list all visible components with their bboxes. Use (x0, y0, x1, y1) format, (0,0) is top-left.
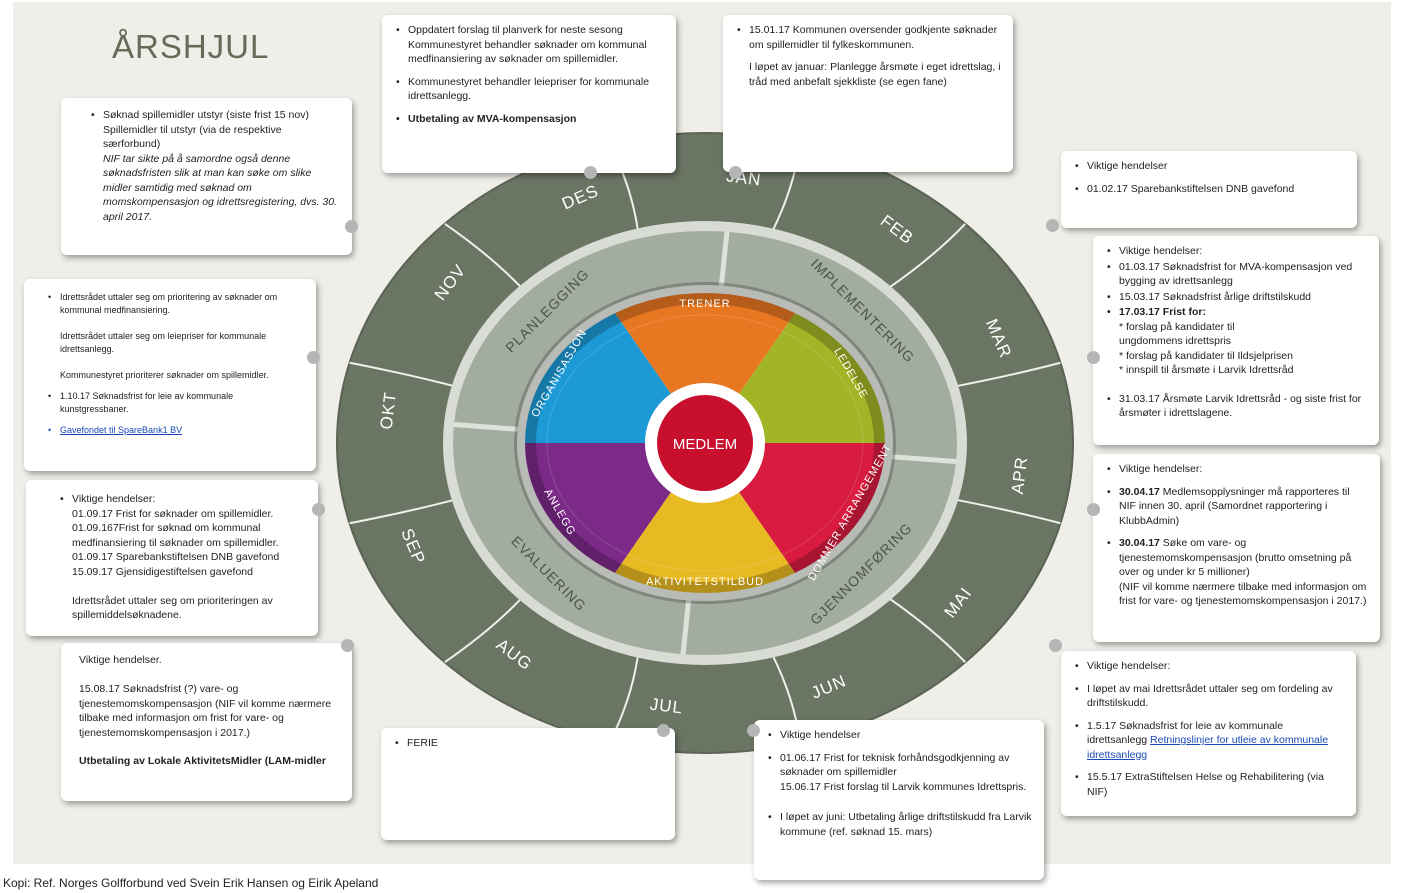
month-divider (954, 498, 1061, 525)
apr-item-1-date: 30.04.17 (1119, 485, 1160, 498)
phase-divider (718, 231, 730, 286)
phase-divider (892, 454, 957, 464)
aug-text: Viktige hendelser. 15.08.17 Søknadsfrist… (79, 654, 332, 739)
box-sep: Viktige hendelser: 01.09.17 Frist for sø… (26, 480, 318, 636)
footer-credit: Kopi: Ref. Norges Golfforbund ved Svein … (3, 876, 379, 890)
connector-dot (657, 724, 670, 737)
box-jun: Viktige hendelser 01.06.17 Frist for tek… (754, 720, 1044, 880)
mai-item-1: Viktige hendelser: (1075, 659, 1344, 674)
aug-bold: Utbetaling av Lokale AktivitetsMidler (L… (79, 755, 326, 767)
page-title: ÅRSHJUL (112, 28, 270, 65)
mai-link[interactable]: Retningslinjer for utleie av kommunale i… (1087, 734, 1329, 761)
box-aug: Viktige hendelser. 15.08.17 Søknadsfrist… (61, 643, 352, 801)
month-label-jul: JUL (649, 695, 684, 718)
mai-item-2: I løpet av mai Idrettsrådet uttaler seg … (1075, 682, 1344, 711)
month-divider (349, 361, 457, 388)
mar-item-last: 31.03.17 Årsmøte Larvik Idrettsråd - og … (1107, 392, 1367, 421)
jan-note: I løpet av januar: Planlegge årsmøte i e… (749, 61, 1001, 88)
band-edge (546, 314, 864, 572)
jun-item-1: Viktige hendelser (768, 728, 1032, 743)
apr-heading: Viktige hendelser: (1107, 462, 1368, 477)
segment-label-3: AKTIVITETSTILBUD (646, 576, 764, 588)
box-des: Oppdatert forslag til planverk for neste… (382, 15, 676, 173)
connector-dot (1046, 219, 1059, 232)
center-label: MEDLEM (673, 436, 737, 453)
mar-item-bold: 17.03.17 Frist for: (1107, 305, 1367, 320)
month-divider (444, 222, 524, 290)
month-label-apr: APR (1008, 455, 1031, 495)
mar-sub-1: * forslag på kandidater til ungdommens i… (1119, 320, 1235, 348)
segment-trener (615, 292, 795, 443)
mar-sub-2: * forslag på kandidater til Ildsjelprise… (1119, 349, 1293, 362)
label-band (514, 282, 896, 604)
box-jan: 15.01.17 Kommunen oversender godkjente s… (723, 15, 1013, 172)
des-item-2: Kommunestyret behandler leiepriser for k… (396, 75, 664, 104)
connector-dot (345, 220, 358, 233)
center-disc (657, 395, 753, 491)
nov-line1: Søknad spillemidler utstyr (siste frist … (103, 109, 309, 150)
outer-ring-edge (336, 132, 1074, 754)
mar-item-1: Viktige hendelser: (1107, 244, 1367, 259)
mar-sub-3: * innspill til årsmøte i Larvik Idrettsr… (1119, 364, 1294, 376)
connector-dot (729, 166, 742, 179)
connector-dot (1049, 639, 1062, 652)
box-jul: FERIE (381, 728, 675, 840)
apr-item-2-text: Søke om vare- og tjenestemomskompensasjo… (1119, 537, 1367, 607)
connector-dot (312, 503, 325, 516)
box-mai: Viktige hendelser: I løpet av mai Idrett… (1061, 651, 1356, 816)
apr-item-2-date: 30.04.17 (1119, 537, 1160, 549)
mai-item-3: 1.5.17 Søknadsfrist for leie av kommunal… (1075, 719, 1344, 763)
nov-line2: NIF tar sikte på å samordne også denne s… (103, 152, 338, 223)
box-feb: Viktige hendelser 01.02.17 Sparebankstif… (1061, 151, 1357, 228)
month-divider (954, 361, 1061, 388)
box-nov: Søknad spillemidler utstyr (siste frist … (61, 98, 352, 255)
connector-dot (584, 166, 597, 179)
segment-label-0: TRENER (679, 298, 730, 310)
okt-item-1: Idrettsrådet uttaler seg om prioritering… (48, 291, 304, 382)
des-item-bold: Utbetaling av MVA-kompensasjon (396, 112, 664, 127)
month-label-okt: OKT (377, 390, 400, 430)
connector-dot (747, 724, 760, 737)
month-divider (886, 223, 966, 290)
jul-item: FERIE (395, 736, 663, 751)
box-okt: Idrettsrådet uttaler seg om prioritering… (24, 279, 316, 471)
phase-divider (453, 422, 518, 432)
sep-item: Viktige hendelser: 01.09.17 Frist for sø… (60, 492, 306, 623)
mar-item-2: 01.03.17 Søknadsfrist for MVA-kompensasj… (1107, 260, 1367, 289)
jun-item-2: 01.06.17 Frist for teknisk forhåndsgodkj… (768, 751, 1032, 795)
okt-link[interactable]: Gavefondet til SpareBank1 BV (48, 424, 304, 437)
okt-item-2: 1.10.17 Søknadsfrist for leie av kommuna… (48, 390, 304, 416)
nov-item: Søknad spillemidler utstyr (siste frist … (91, 108, 338, 224)
des-item-1: Oppdatert forslag til planverk for neste… (396, 23, 664, 67)
connector-dot (1087, 503, 1100, 516)
jun-item-3: I løpet av juni: Utbetaling årlige drift… (768, 810, 1032, 839)
jan-item: 15.01.17 Kommunen oversender godkjente s… (737, 23, 1001, 52)
apr-item-1-text: Medlemsopplysninger må rapporteres til N… (1119, 485, 1350, 527)
connector-dot (307, 351, 320, 364)
phase-divider (680, 600, 692, 655)
month-divider (886, 596, 966, 663)
connector-dot (1087, 351, 1100, 364)
mai-item-3-text: 1.5.17 Søknadsfrist for leie av kommunal… (1087, 719, 1284, 747)
apr-item-2: 30.04.17 Søke om vare- og tjenestemomsko… (1107, 536, 1368, 609)
box-mar: Viktige hendelser: 01.03.17 Søknadsfrist… (1093, 236, 1379, 445)
apr-item-1: 30.04.17 Medlemsopplysninger må rapporte… (1107, 485, 1368, 529)
mai-item-4: 15.5.17 ExtraStiftelsen Helse og Rehabil… (1075, 770, 1344, 799)
month-divider (444, 596, 524, 664)
segment-aktivitet (615, 443, 795, 593)
month-divider (349, 498, 457, 525)
feb-item-1: Viktige hendelser (1075, 159, 1345, 174)
feb-item-2: 01.02.17 Sparebankstiftelsen DNB gavefon… (1075, 182, 1345, 197)
box-apr: Viktige hendelser: 30.04.17 Medlemsopply… (1093, 454, 1380, 642)
mar-item-3: 15.03.17 Søknadsfrist årlige driftstilsk… (1107, 290, 1367, 305)
connector-dot (341, 639, 354, 652)
